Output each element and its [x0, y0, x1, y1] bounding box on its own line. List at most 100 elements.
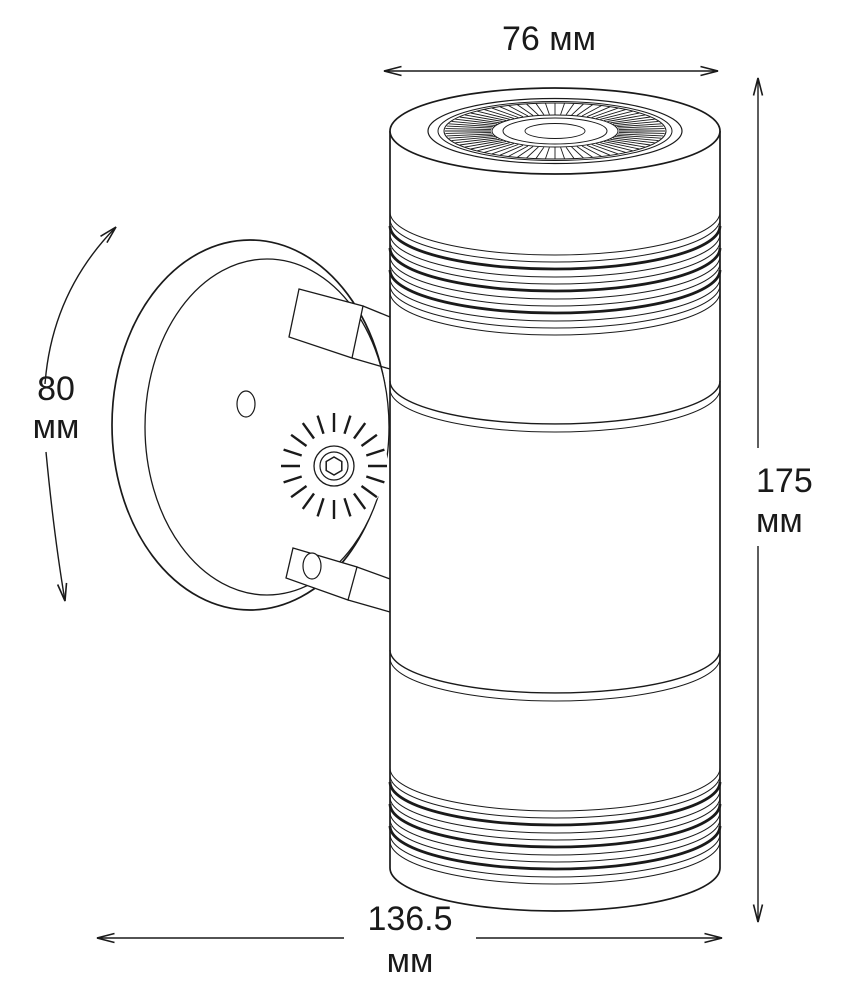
knurl-tick	[365, 448, 385, 457]
reflector-hatch-line	[586, 106, 611, 118]
knurl-tick	[353, 422, 367, 440]
rib-line	[389, 211, 721, 256]
cooling-ribs-bottom	[388, 767, 722, 885]
reflector-hatch-line	[526, 146, 539, 159]
reflector-hatch-line	[603, 112, 640, 121]
reflector-hatch-line	[576, 146, 593, 158]
knurl-ticks	[281, 413, 387, 519]
plate-screw-hole	[236, 390, 256, 418]
dimension-top-width: 76 мм	[383, 20, 719, 77]
knurl-tick	[290, 485, 308, 499]
reflector-hatch-line	[576, 104, 593, 116]
rib-line	[389, 388, 721, 433]
reflector-hatch-line	[615, 120, 659, 126]
rib-line	[389, 796, 721, 841]
bracket-connector	[362, 305, 391, 318]
rib-line	[388, 781, 722, 827]
rib-line	[389, 380, 721, 425]
reflector-hatch-line	[508, 105, 529, 117]
reflector-hatch-line	[535, 103, 545, 116]
knurl-tick	[343, 497, 352, 517]
dim-width-label: 76 мм	[502, 20, 596, 58]
reflector-hatch-line	[610, 138, 651, 146]
hex-socket	[325, 456, 343, 476]
knurl-tick	[283, 448, 303, 457]
reflector-hatch-line	[517, 146, 534, 158]
reflector-hatch-line	[607, 114, 646, 122]
reflector-hatch-line	[571, 103, 584, 116]
reflector-hatch-line	[612, 137, 655, 144]
rib-line	[389, 818, 721, 863]
knurl-tick	[353, 492, 367, 510]
reflector-hatch-line	[448, 134, 494, 139]
rib-line	[389, 218, 721, 263]
reflector-hatch-line	[470, 141, 507, 150]
reflector-hatch-line	[560, 102, 566, 115]
dim-plate-value: 80	[37, 370, 75, 408]
bracket-connector	[347, 599, 391, 613]
reflector-hatch-line	[445, 131, 492, 134]
knurl-tick	[360, 433, 378, 447]
rib-line	[389, 811, 721, 856]
rib-line	[389, 649, 721, 694]
cylinder-bottom-edge	[389, 867, 721, 912]
knurl-tick	[316, 415, 325, 435]
reflector-hatch-line	[544, 147, 550, 160]
bracket-slot-hole	[302, 552, 322, 580]
reflector-outer-ring	[443, 102, 667, 160]
reflector-hatch-line	[603, 141, 640, 150]
reflector-hatch-line	[508, 145, 529, 157]
reflector-hatch-line	[526, 103, 539, 116]
knurl-tick	[316, 497, 325, 517]
reflector-hatch-line	[571, 146, 584, 159]
reflector-hatch-line	[591, 144, 619, 155]
knurl-tick	[343, 415, 352, 435]
dim-height-value: 175	[756, 462, 813, 500]
lens-bezel-outer	[427, 97, 683, 165]
body-seam-lines	[389, 380, 721, 702]
reflector-hatch-line	[477, 142, 510, 152]
reflector-hatch-line	[595, 143, 626, 153]
rib-line	[389, 255, 721, 300]
reflector-hatch-line	[499, 144, 524, 156]
reflector-hatch-line	[446, 133, 493, 137]
dim-height-unit: мм	[756, 502, 803, 540]
reflector-hatch-line	[607, 140, 646, 148]
reflector-hatch-line	[610, 116, 651, 124]
knurl-tick	[301, 422, 315, 440]
rib-line	[389, 291, 721, 336]
bracket-connector	[356, 566, 391, 580]
reflector-hatch-line	[618, 128, 665, 131]
reflector-hatch-line	[484, 109, 515, 119]
reflector-hatch-line	[616, 123, 662, 128]
reflector-hatch-line	[484, 143, 515, 153]
screw-head	[319, 451, 349, 481]
reflector-hatch-line	[615, 136, 659, 142]
dim-depth-value: 136.5	[367, 900, 452, 938]
rib-line	[389, 833, 721, 878]
dimension-arc-upper	[44, 226, 117, 385]
cooling-ribs-top	[388, 211, 722, 336]
reflector-hatch-line	[459, 138, 500, 146]
rib-line	[389, 277, 721, 322]
reflector-hatch-line	[618, 131, 665, 134]
reflector-hatch-line	[464, 114, 503, 122]
dimension-bottom-depth: 136.5 мм	[96, 900, 723, 980]
rib-line	[389, 789, 721, 834]
bracket-connector	[351, 357, 391, 370]
reflector-hatch-line	[491, 144, 519, 155]
rib-line	[388, 803, 722, 849]
rib-line	[388, 225, 722, 271]
reflector-hatch-line	[455, 137, 498, 144]
reflector-hatch-line	[591, 107, 619, 118]
dimension-left-plate: 80 мм	[33, 226, 117, 602]
reflector-hatch-line	[499, 106, 524, 118]
knurl-tick	[365, 475, 385, 484]
cylinder-top-rim	[389, 87, 721, 175]
rib-line	[389, 657, 721, 702]
reflector-hatch-line	[448, 123, 494, 128]
lens-bezel-inner	[437, 101, 673, 161]
reflector-hatch-line	[560, 147, 566, 160]
rib-line	[388, 247, 722, 293]
